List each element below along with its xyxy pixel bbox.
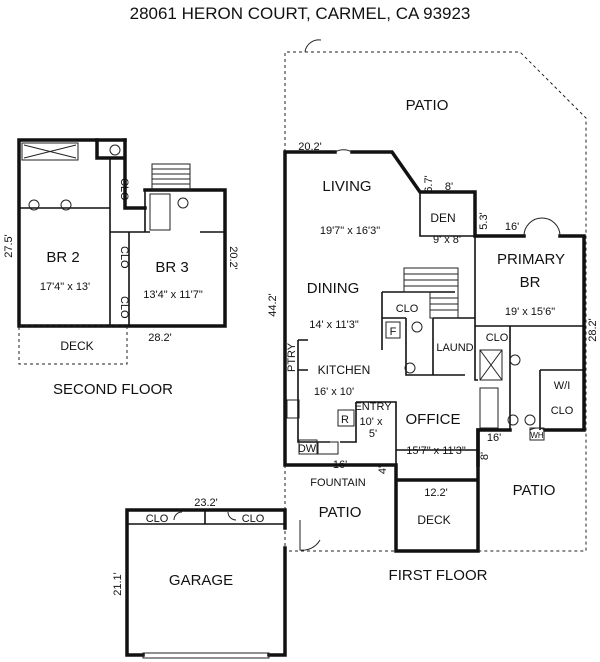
br3-label: BR 3: [155, 259, 188, 276]
dim-label: 4': [377, 466, 389, 474]
second-floor: BR 2 17'4" x 13' BR 3 13'4" x 11'7" DECK…: [3, 138, 239, 398]
sink-icon: [60, 199, 72, 211]
toilet-icon: [177, 197, 189, 209]
second-floor-stairs: [151, 163, 191, 191]
second-deck-label: DECK: [60, 339, 93, 353]
second-floor-tub: [21, 142, 79, 161]
deck-label: DECK: [417, 513, 450, 527]
fireplace-label: F: [390, 326, 397, 338]
garage-door: [142, 652, 270, 659]
pantry-label: PTRY: [286, 342, 298, 372]
kitchen-label: KITCHEN: [318, 363, 371, 377]
dim-label: 6.7': [423, 175, 435, 192]
toilet-icon: [411, 321, 423, 333]
closet-label: CLO: [118, 296, 130, 319]
fireplace: [385, 321, 401, 339]
sink-icon: [404, 362, 416, 374]
dishwasher-label: DW: [298, 443, 317, 455]
living-label: LIVING: [322, 178, 371, 195]
dim-label: 5.3': [478, 212, 490, 229]
dim-label: 16': [333, 459, 347, 471]
laundry-label: LAUND: [436, 342, 473, 354]
dim-label: 20.2': [298, 141, 322, 153]
sink-icon: [507, 414, 519, 426]
first-floor-stairs: [403, 267, 459, 319]
kitchen-sink: [317, 441, 339, 455]
patio-right-label: PATIO: [513, 482, 556, 499]
office-size: 15'7" x 11'3": [406, 445, 466, 457]
stove: [286, 399, 300, 419]
br3-size: 13'4" x 11'7": [143, 289, 203, 301]
garage-label: GARAGE: [169, 572, 233, 589]
second-floor-width-dim: 28.2': [148, 332, 172, 344]
second-floor-walls: [17, 138, 227, 328]
second-floor-deck-outline: [18, 325, 128, 365]
den-size: 9' x 8': [433, 234, 461, 246]
address-title: 28061 HERON COURT, CARMEL, CA 93923: [130, 4, 471, 23]
sink-icon: [524, 414, 536, 426]
dim-label: 8': [479, 452, 491, 460]
second-floor-br3-dim: 20.2': [227, 246, 239, 270]
garage-closet-walls: [127, 510, 285, 525]
dining-label: DINING: [307, 280, 360, 297]
primary-size: 19' x 15'6": [505, 306, 555, 318]
closet-label: CLO: [486, 332, 509, 344]
closet-label: CLO: [146, 513, 169, 525]
second-floor-caption: SECOND FLOOR: [53, 381, 173, 398]
dim-label: 16': [487, 432, 501, 444]
br2-size: 17'4" x 13': [40, 281, 90, 293]
second-floor-interior-walls: [19, 158, 225, 326]
water-heater-label: WH: [530, 431, 544, 440]
primary-label-br: BR: [520, 274, 541, 291]
sink-icon: [28, 199, 40, 211]
dim-label: 12.2': [424, 487, 448, 499]
refrigerator: [337, 409, 355, 427]
patio-mid-label: PATIO: [319, 504, 362, 521]
dim-label: 16': [505, 221, 519, 233]
entry-size: 10' x: [360, 416, 383, 428]
closet-label: CLO: [551, 405, 574, 417]
first-floor-caption: FIRST FLOOR: [389, 567, 488, 584]
garage-depth-dim: 21.1': [112, 572, 124, 596]
den-label: DEN: [430, 211, 455, 225]
first-floor-walls: [283, 150, 586, 553]
br2-label: BR 2: [46, 249, 79, 266]
primary-tub: [479, 387, 499, 429]
toilet-icon: [509, 354, 521, 366]
patio-top-label: PATIO: [406, 97, 449, 114]
entry-size-2: 5': [369, 428, 377, 440]
toilet-icon: [109, 144, 121, 156]
closet-label: CLO: [118, 246, 130, 269]
garage: GARAGE CLO CLO 23.2' 21.1': [112, 497, 287, 659]
second-floor-height-dim: 27.5': [3, 234, 15, 258]
closet-label: CLO: [118, 178, 130, 201]
br3-tub: [149, 193, 171, 231]
refrigerator-label: R: [341, 414, 349, 426]
fountain-label: FOUNTAIN: [310, 477, 365, 489]
door-swings: [299, 39, 561, 551]
office-label: OFFICE: [406, 411, 461, 428]
garage-walls: [125, 508, 287, 657]
garage-width-dim: 23.2': [194, 497, 218, 509]
dim-label: 28.2': [587, 318, 599, 342]
first-floor: PATIO LIVING 19'7" x 16'3" DEN 9' x 8' P…: [267, 39, 599, 584]
dim-label: 8': [445, 181, 453, 193]
entry-label: ENTRY: [354, 401, 392, 413]
kitchen-size: 16' x 10': [314, 386, 354, 398]
primary-label: PRIMARY: [497, 251, 565, 268]
closet-label: CLO: [242, 513, 265, 525]
primary-shower: [479, 349, 503, 381]
dim-label: 44.2': [267, 293, 279, 317]
dining-size: 14' x 11'3": [309, 319, 359, 331]
closet-label: CLO: [396, 303, 419, 315]
walkin-label: W/I: [554, 380, 571, 392]
dishwasher: [298, 439, 318, 455]
living-size: 19'7" x 16'3": [320, 225, 380, 237]
